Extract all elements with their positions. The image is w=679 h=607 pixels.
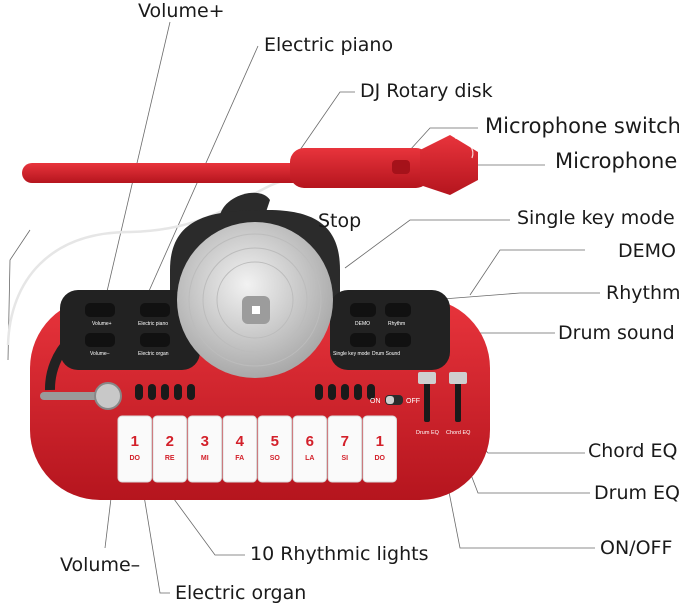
volume-plus-label: Volume+ [92, 321, 112, 327]
callout-demo: DEMO [618, 240, 676, 262]
chord-eq-slider[interactable] [449, 372, 467, 422]
key-note-name: SO [270, 455, 281, 462]
key-note-name: DO [375, 455, 386, 462]
key-number: 4 [236, 433, 245, 450]
drum-eq-slider[interactable] [418, 372, 436, 422]
callout-stop: Stop [318, 210, 362, 232]
rhythmic-lights [135, 384, 375, 400]
key-number: 3 [201, 433, 209, 450]
on-off-switch[interactable]: ON OFF [370, 395, 420, 405]
rhythm-label: Rhythm [388, 321, 405, 327]
electric-organ-button[interactable]: Electric organ [138, 333, 170, 357]
key-note-name: LA [305, 455, 314, 462]
microphone[interactable] [22, 135, 478, 195]
key-number: 7 [341, 433, 349, 450]
off-label: OFF [406, 398, 420, 405]
key-number: 5 [271, 433, 279, 450]
tone-arm-track [44, 336, 74, 391]
callout-drum-sound: Drum sound [558, 322, 675, 344]
right-panel [330, 290, 450, 370]
electric-piano-label: Electric piano [138, 321, 168, 327]
piano-key[interactable]: 4FA [222, 415, 257, 483]
callout-electric-organ: Electric organ [175, 582, 307, 604]
callout-microphone: Microphone [555, 149, 678, 173]
key-number: 2 [166, 433, 174, 450]
chord-eq-label: Chord EQ [446, 430, 471, 436]
demo-label: DEMO [355, 321, 370, 327]
callout-dj-rotary-disk: DJ Rotary disk [360, 80, 493, 102]
piano-key[interactable]: 1DO [362, 415, 397, 483]
volume-minus-button[interactable]: Volume– [85, 333, 115, 357]
single-key-mode-label: Single key mode [333, 351, 370, 357]
key-number: 6 [306, 433, 314, 450]
piano-key[interactable]: 6LA [292, 415, 327, 483]
piano-key[interactable]: 7SI [327, 415, 362, 483]
piano-key[interactable]: 1DO [117, 415, 152, 483]
volume-plus-button[interactable]: Volume+ [85, 303, 115, 327]
key-note-name: SI [341, 455, 348, 462]
callout-microphone-switch: Microphone switch [485, 114, 679, 138]
on-label: ON [370, 398, 381, 405]
stop-icon [252, 306, 260, 314]
electric-organ-label: Electric organ [138, 351, 169, 357]
drum-sound-label: Drum Sound [372, 351, 400, 357]
key-note-name: FA [235, 455, 244, 462]
volume-minus-label: Volume– [90, 351, 110, 357]
drum-eq-label: Drum EQ [416, 430, 440, 436]
callout-rhythmic-lights: 10 Rhythmic lights [250, 543, 429, 565]
callout-chord-eq: Chord EQ [588, 440, 678, 462]
demo-button[interactable]: DEMO [350, 303, 376, 327]
drum-sound-button[interactable]: Drum Sound [372, 333, 411, 357]
key-number: 1 [376, 433, 384, 450]
piano-key[interactable]: 3MI [187, 415, 222, 483]
key-note-name: RE [165, 455, 175, 462]
tone-arm[interactable] [40, 382, 122, 410]
piano-key[interactable]: 2RE [152, 415, 187, 483]
electric-piano-button[interactable]: Electric piano [138, 303, 170, 327]
key-note-name: DO [130, 455, 141, 462]
callout-single-key-mode: Single key mode [517, 207, 675, 229]
rhythm-button[interactable]: Rhythm [385, 303, 411, 327]
callout-volume-plus: Volume+ [138, 0, 225, 22]
key-number: 1 [131, 433, 139, 450]
microphone-switch[interactable] [392, 160, 410, 174]
callout-drum-eq: Drum EQ [594, 482, 679, 504]
key-note-name: MI [201, 455, 209, 462]
callout-electric-piano: Electric piano [264, 34, 394, 56]
cable [6, 178, 299, 346]
single-key-mode-button[interactable]: Single key mode [333, 333, 376, 357]
callout-on-off: ON/OFF [600, 537, 673, 559]
callout-volume-minus: Volume– [60, 554, 141, 576]
callout-rhythm: Rhythm [606, 282, 679, 304]
piano-key[interactable]: 5SO [257, 415, 292, 483]
